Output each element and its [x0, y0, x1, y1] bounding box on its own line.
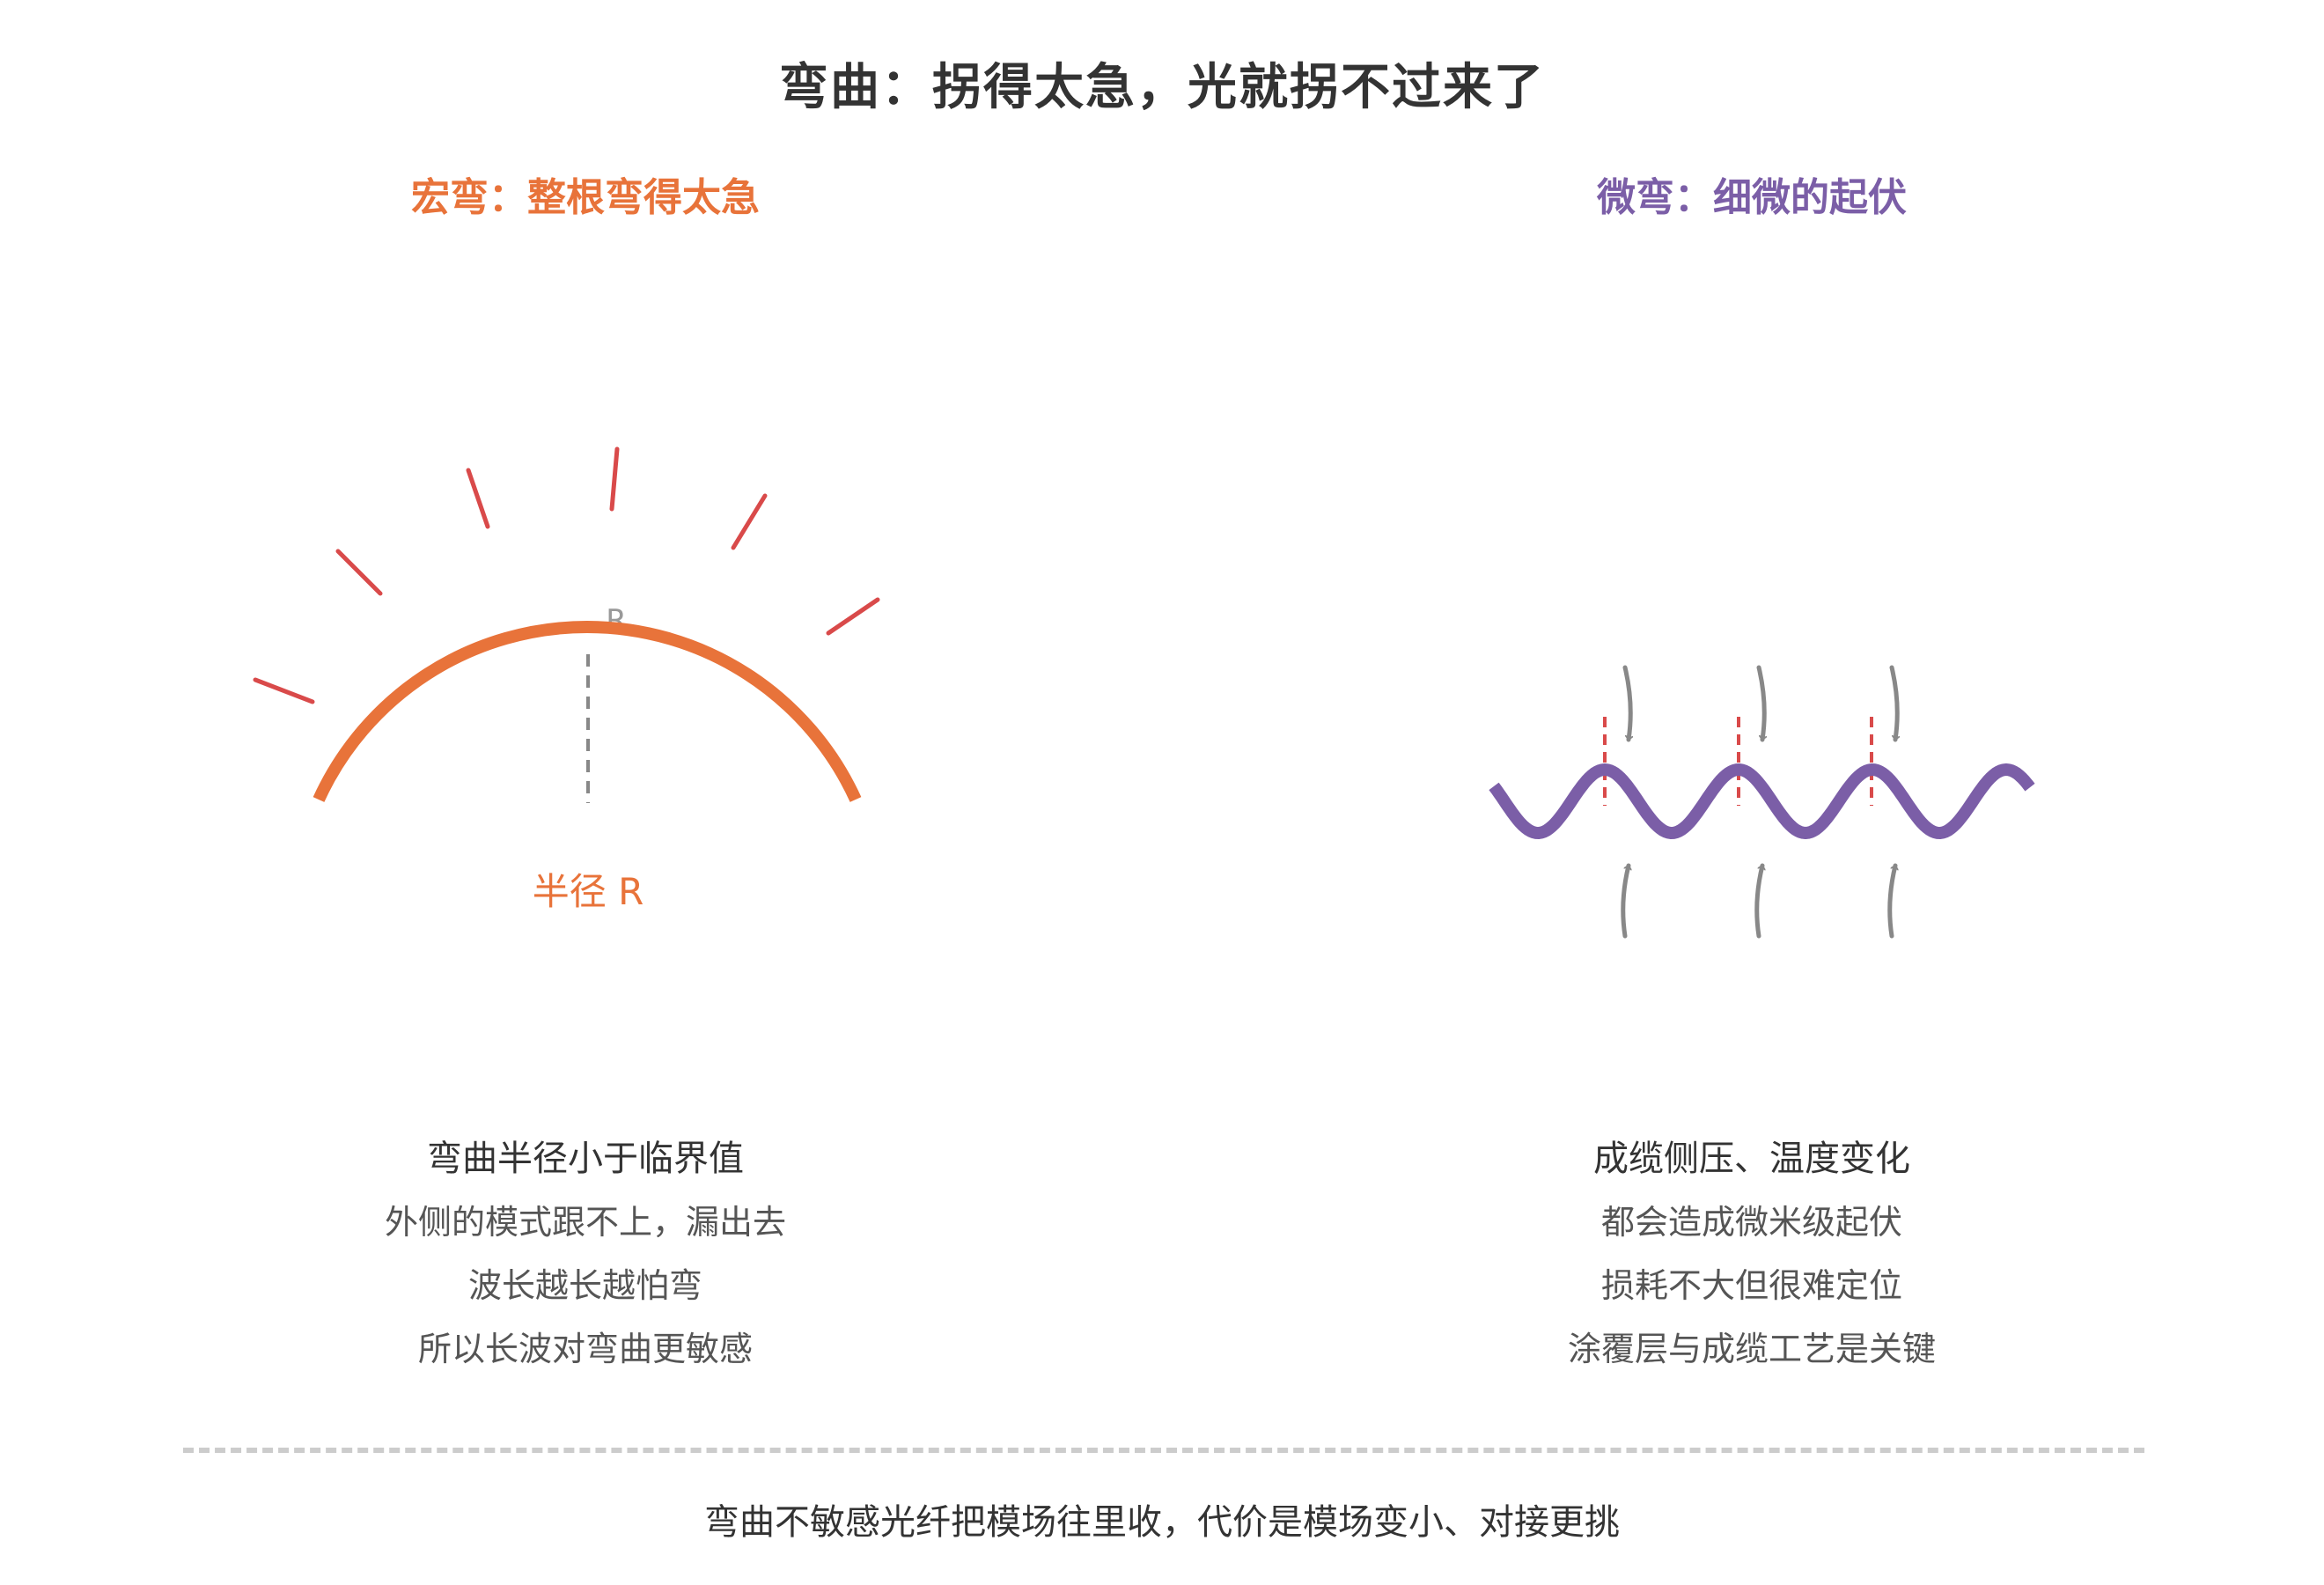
pressure-arrow-up	[1754, 863, 1762, 939]
macro-bend-title: 宏弯：整根弯得太急	[411, 175, 760, 220]
micro-caption-line: 损耗不大但很难定位	[1600, 1266, 1902, 1305]
micro-bend-title: 微弯：细微的起伏	[1597, 175, 1907, 220]
micro-caption-line: 成缆侧压、温度变化	[1593, 1139, 1910, 1179]
radius-label: 半径 R	[533, 870, 644, 913]
micro-bend-captions: 成缆侧压、温度变化 都会造成微米级起伏 损耗不大但很难定位 涂覆层与成缆工艺是关…	[1356, 1127, 2148, 1381]
pressure-arrow-down	[1756, 665, 1764, 742]
pressure-arrow-down	[1622, 665, 1630, 742]
macro-bend-fiber-arc	[313, 621, 862, 802]
micro-caption-line: 涂覆层与成缆工艺是关键	[1567, 1330, 1936, 1368]
micro-bend-fiber-wave	[1489, 763, 2035, 839]
macro-caption-line: 弯曲半径小于临界值	[427, 1139, 744, 1179]
leak-ray	[253, 677, 315, 704]
leak-ray	[466, 468, 490, 529]
pressure-arrow-up	[1887, 863, 1895, 939]
macro-bend-captions: 弯曲半径小于临界值 外侧的模式跟不上，漏出去 波长越长越怕弯 所以长波对弯曲更敏…	[189, 1127, 982, 1381]
leak-rays	[253, 446, 880, 704]
leak-ray	[826, 597, 880, 636]
micro-caption-line: 都会造成微米级起伏	[1600, 1203, 1902, 1242]
section-divider	[183, 1448, 2144, 1453]
footer-note: 弯曲不敏感光纤把模场往里收，代价是模场变小、对接更挑	[704, 1502, 1620, 1543]
macro-caption-line: 所以长波对弯曲更敏感	[417, 1330, 753, 1368]
pressure-arrows	[1621, 665, 1898, 939]
pressure-arrow-up	[1621, 863, 1629, 939]
stress-marks	[1603, 717, 1873, 806]
leak-ray	[731, 493, 768, 550]
leak-ray	[335, 549, 383, 596]
macro-caption-line: 波长越长越怕弯	[467, 1266, 702, 1305]
leak-ray	[609, 446, 620, 512]
macro-caption-line: 外侧的模式跟不上，漏出去	[384, 1203, 786, 1242]
page-title: 弯曲：拐得太急，光就拐不过来了	[779, 59, 1545, 116]
pressure-arrow-down	[1889, 665, 1897, 742]
